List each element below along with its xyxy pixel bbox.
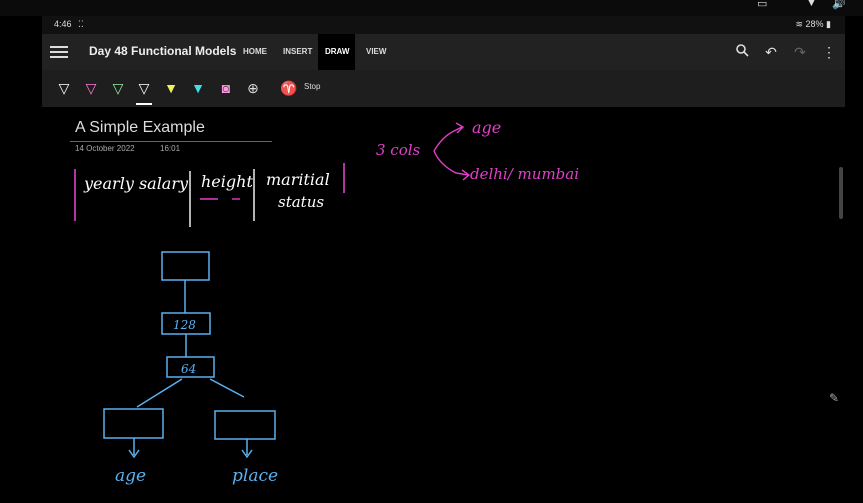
- network-diagram: [103, 251, 276, 459]
- hamburger-menu-icon[interactable]: [50, 41, 68, 63]
- node-64-label: 64: [181, 362, 196, 376]
- document-title: Day 48 Functional Models: [89, 44, 237, 58]
- pen-white-selected-icon[interactable]: ▽: [138, 80, 150, 96]
- scrollbar-thumb[interactable]: [839, 167, 843, 219]
- page-title[interactable]: A Simple Example: [75, 119, 205, 136]
- status-indicators: ≋ 28% ▮: [795, 19, 831, 30]
- column-yearly-salary: yearly salary: [83, 174, 189, 193]
- title-divider: [70, 141, 272, 142]
- tab-home[interactable]: HOME: [243, 47, 267, 56]
- stop-button[interactable]: Stop: [304, 82, 321, 91]
- pen-green-icon[interactable]: ▽: [112, 80, 124, 96]
- input-layer-box: [161, 251, 210, 281]
- tab-draw[interactable]: DRAW: [318, 34, 355, 70]
- selected-pen-indicator: [136, 103, 152, 105]
- app-bar: Day 48 Functional Models HOME INSERT DRA…: [42, 34, 845, 70]
- node-128-label: 128: [173, 318, 196, 332]
- cols-note: 3 cols: [376, 141, 421, 159]
- dense-64-box: [166, 356, 215, 378]
- more-options-icon[interactable]: ⋮: [822, 44, 836, 60]
- branch-location: delhi/ mumbai: [470, 165, 579, 183]
- status-time: 4:46: [54, 19, 72, 29]
- host-window-icon: ▭: [757, 0, 768, 10]
- host-volume-icon[interactable]: 🔊: [832, 0, 846, 10]
- output-age-label: age: [115, 466, 146, 486]
- column-height: height: [201, 172, 253, 191]
- status-bar: 4:46 ⁚⁚ ≋ 28% ▮: [42, 16, 845, 34]
- branch-age: age: [472, 118, 501, 137]
- battery-icon: ▮: [826, 19, 831, 29]
- pink-branch-arrows: [433, 122, 471, 181]
- undo-icon[interactable]: ↶: [765, 44, 777, 60]
- pen-white-icon[interactable]: ▽: [58, 80, 70, 96]
- host-dropdown-icon[interactable]: ▼: [806, 0, 817, 9]
- status-notification-icon: ⁚⁚: [78, 19, 84, 29]
- battery-level: 28%: [805, 19, 824, 29]
- pen-pink-icon[interactable]: ▽: [85, 80, 97, 96]
- column-maritial: maritial: [266, 170, 330, 189]
- output-place-label: place: [232, 466, 278, 486]
- highlighter-yellow-icon[interactable]: ▼: [164, 80, 178, 96]
- column-status: status: [278, 193, 324, 211]
- highlighter-cyan-icon[interactable]: ▼: [191, 80, 205, 96]
- pink-column-marks: [74, 163, 345, 221]
- place-output-box: [214, 410, 276, 440]
- ink-canvas[interactable]: yearly salary height maritial status 3 c…: [42, 107, 845, 503]
- add-pen-icon[interactable]: ⊕: [247, 80, 259, 96]
- host-top-bar: ▭ ▼ 🔊: [0, 0, 863, 16]
- redo-icon[interactable]: ↷: [794, 44, 806, 60]
- page-date: 14 October 2022: [75, 144, 135, 153]
- tablet-screen: 4:46 ⁚⁚ ≋ 28% ▮ Day 48 Functional Models…: [42, 16, 845, 503]
- page-time: 16:01: [160, 144, 181, 153]
- white-column-dividers: [189, 169, 255, 227]
- highlighter-pink-icon[interactable]: ◙: [221, 80, 231, 96]
- age-output-box: [103, 408, 164, 439]
- tab-view[interactable]: VIEW: [366, 47, 387, 56]
- wifi-icon: ≋: [795, 19, 803, 29]
- pencil-icon[interactable]: ✎: [828, 391, 839, 405]
- tab-insert[interactable]: INSERT: [283, 47, 313, 56]
- note-page[interactable]: A Simple Example 14 October 2022 16:01 y…: [42, 107, 845, 503]
- search-icon[interactable]: [733, 43, 751, 61]
- draw-toolbar: ▽ ▽ ▽ ▽ ▼ ▼ ◙ ⊕ ♈ Stop: [42, 70, 845, 107]
- lasso-select-icon[interactable]: ♈: [280, 80, 298, 96]
